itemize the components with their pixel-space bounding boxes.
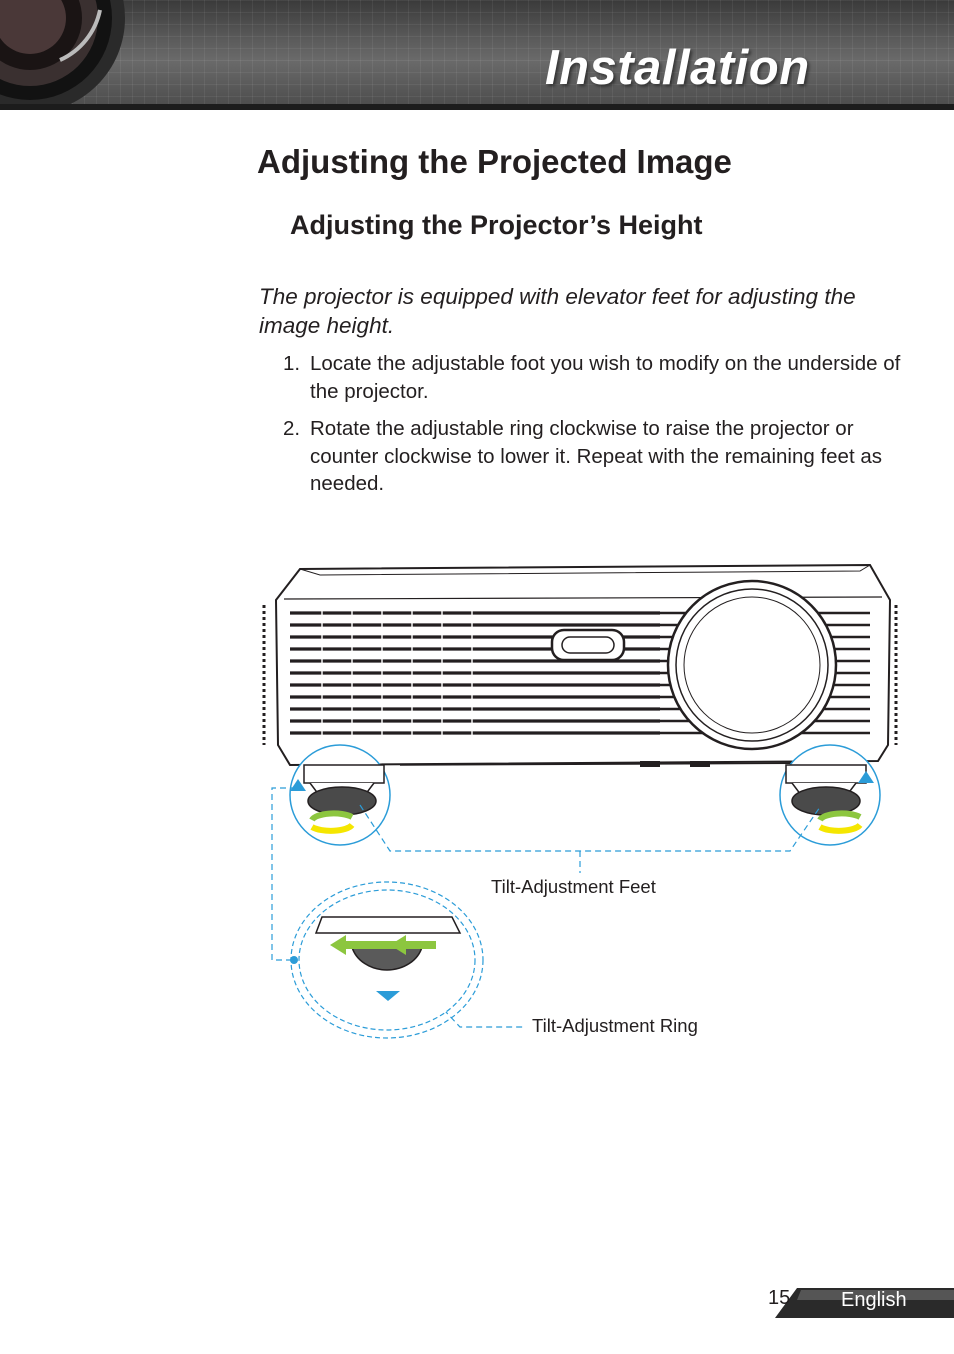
- instruction-step: 2. Rotate the adjustable ring clockwise …: [283, 415, 923, 498]
- ring-callout-label: Tilt-Adjustment Ring: [532, 1015, 698, 1036]
- right-foot-callout: [779, 744, 881, 846]
- raise-arrow-icon: [858, 771, 874, 783]
- instruction-list: 1. Locate the adjustable foot you wish t…: [283, 350, 923, 508]
- feet-callout-label: Tilt-Adjustment Feet: [491, 876, 656, 897]
- projector-diagram: [262, 563, 898, 1039]
- section-heading: Adjusting the Projected Image: [257, 143, 732, 180]
- step-text: Locate the adjustable foot you wish to m…: [310, 352, 901, 403]
- page-header: Installation: [0, 0, 954, 110]
- page-number: 15: [768, 1287, 791, 1309]
- header-grid-texture: [0, 0, 954, 110]
- intro-paragraph: The projector is equipped with elevator …: [259, 284, 856, 338]
- lens-decoration-icon: [0, 0, 125, 110]
- lower-arrow-icon: [376, 991, 400, 1001]
- step-number: 2.: [283, 417, 301, 440]
- chapter-title: Installation: [545, 41, 810, 95]
- footer-language-tab: [775, 1288, 954, 1318]
- ring-callout: [290, 881, 484, 1039]
- projector-illustration: [262, 563, 898, 767]
- left-foot-callout: [289, 744, 391, 846]
- header-rule: [0, 104, 954, 110]
- subsection-heading: Adjusting the Projector’s Height: [290, 210, 703, 240]
- language-label: English: [841, 1289, 907, 1311]
- instruction-step: 1. Locate the adjustable foot you wish t…: [283, 350, 923, 405]
- step-number: 1.: [283, 352, 301, 375]
- step-text: Rotate the adjustable ring clockwise to …: [310, 417, 882, 495]
